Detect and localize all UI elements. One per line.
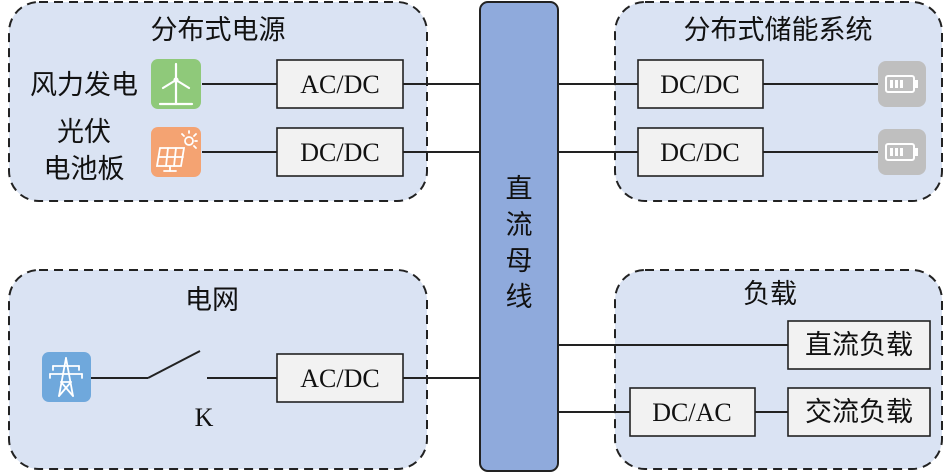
- switch-blade: [147, 350, 201, 379]
- dc-load-box: 直流负载: [787, 320, 931, 370]
- converter-load-label: DC/AC: [652, 398, 731, 427]
- distributed-storage-title: 分布式储能系统: [684, 15, 873, 46]
- pv-label-line1: 光伏: [57, 117, 111, 148]
- converter-grid-label: AC/DC: [300, 364, 379, 393]
- dc-bus-char-2: 流: [506, 210, 533, 241]
- battery-icon: [878, 129, 926, 175]
- solar-panel-icon: [151, 127, 201, 177]
- ac-load-label: 交流负载: [805, 397, 913, 428]
- converter-load: DC/AC: [629, 387, 756, 437]
- pv-label-line2: 电池板: [44, 154, 125, 185]
- converter-storage-2-label: DC/DC: [660, 138, 739, 167]
- ac-load-box: 交流负载: [787, 387, 931, 437]
- dc-load-label: 直流负载: [805, 330, 913, 361]
- wind-power-label: 风力发电: [30, 70, 138, 101]
- dc-bus-char-1: 直: [506, 174, 533, 205]
- switch-k: K: [195, 403, 214, 432]
- battery-icon: [878, 61, 926, 107]
- distributed-source-title: 分布式电源: [151, 15, 286, 46]
- grid-title: 电网: [185, 285, 239, 316]
- converter-storage-2: DC/DC: [637, 127, 764, 177]
- dc-bus-char-3: 母: [506, 246, 533, 277]
- wind-turbine-icon: [151, 59, 201, 109]
- wires: [91, 83, 878, 413]
- converter-storage-1: DC/DC: [637, 59, 764, 109]
- switch-label: K: [195, 403, 214, 432]
- grid-group: [8, 269, 428, 470]
- converter-pv-label: DC/DC: [300, 138, 379, 167]
- dc-bus-char-4: 线: [506, 282, 533, 313]
- converter-storage-1-label: DC/DC: [660, 70, 739, 99]
- converter-pv: DC/DC: [276, 127, 404, 177]
- converter-wind-label: AC/DC: [300, 70, 379, 99]
- transmission-tower-icon: [42, 352, 91, 402]
- dc-bus-label: 直 流 母 线: [506, 174, 533, 313]
- dc-bus: [479, 1, 559, 472]
- converter-grid: AC/DC: [276, 353, 404, 403]
- load-title: 负载: [743, 279, 797, 310]
- converter-wind: AC/DC: [276, 59, 404, 109]
